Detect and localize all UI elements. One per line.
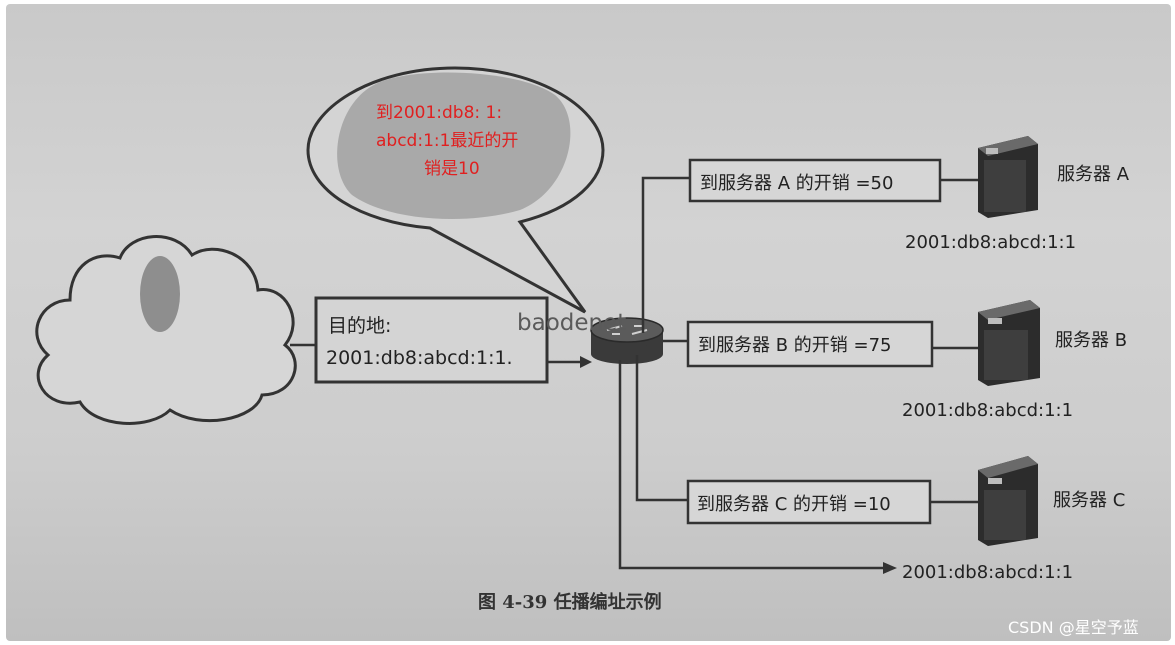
- server-b-address: 2001:db8:abcd:1:1: [902, 400, 1073, 421]
- server-a-icon: [978, 136, 1038, 218]
- server-a-label: 服务器 A: [1057, 164, 1130, 185]
- bubble-smudge: [337, 72, 571, 219]
- packet-arrowhead: [580, 356, 592, 368]
- server-c-label: 服务器 C: [1053, 490, 1125, 511]
- bubble-text-line-2: abcd:1:1最近的开: [376, 131, 518, 151]
- router-icon: [590, 317, 664, 364]
- server-c-address: 2001:db8:abcd:1:1: [902, 562, 1073, 583]
- arrowhead-to-server-c: [883, 562, 897, 574]
- server-a-address: 2001:db8:abcd:1:1: [905, 232, 1076, 253]
- figure-caption: 图 4-39 任播编址示例: [478, 591, 662, 613]
- server-c-icon: [978, 456, 1038, 546]
- cost-label-c: 到服务器 C 的开销 =10: [697, 494, 891, 515]
- cost-box-b: [686, 320, 934, 368]
- destination-label: 目的地:: [328, 315, 391, 337]
- bubble-text-line-3: 销是10: [424, 159, 480, 179]
- server-b-label: 服务器 B: [1055, 330, 1127, 351]
- watermark-text: baodenet: [517, 310, 626, 336]
- cost-label-a: 到服务器 A 的开销 =50: [700, 173, 893, 194]
- cost-box-a: [688, 158, 942, 203]
- cost-label-b: 到服务器 B 的开销 =75: [698, 335, 892, 356]
- server-b-icon: [978, 300, 1040, 386]
- destination-address: 2001:db8:abcd:1:1.: [326, 347, 513, 369]
- destination-box: [314, 296, 549, 384]
- cloud-smudge: [140, 256, 180, 332]
- cost-box-c: [686, 479, 932, 525]
- connection-lines: [618, 176, 978, 570]
- csdn-credit: CSDN @星空予蓝: [1008, 618, 1139, 637]
- bubble-text-line-1: 到2001:db8: 1:: [376, 103, 502, 123]
